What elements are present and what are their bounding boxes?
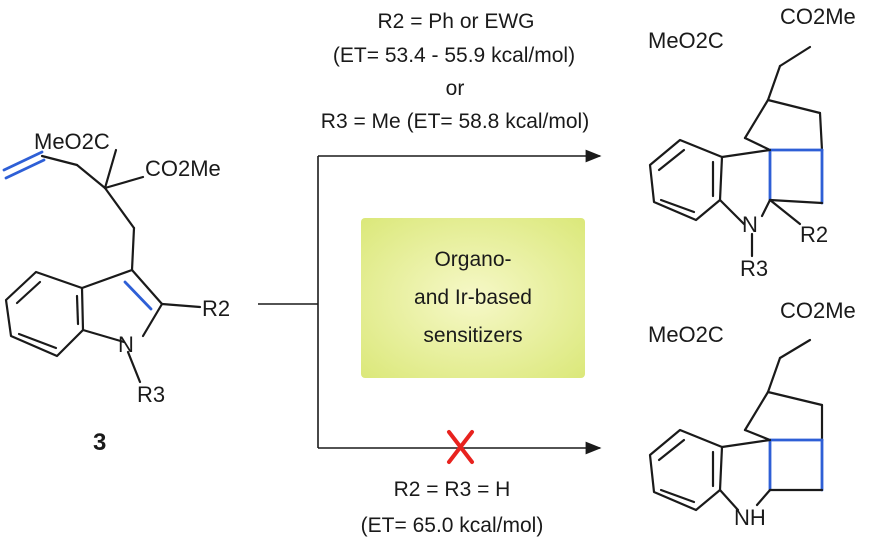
compound-number: 3	[93, 429, 106, 456]
product-top-n-atom: N	[742, 212, 758, 237]
vinyl-bond-outer	[2, 150, 44, 172]
sensitizer-line-3: sensitizers	[423, 324, 522, 347]
bottom-condition-line-2: (ET= 65.0 kcal/mol)	[361, 514, 544, 537]
product-top-ester-right: CO2Me	[780, 4, 856, 29]
product-top-r3-label: R3	[740, 256, 768, 281]
product-top-r2-label: R2	[800, 222, 828, 247]
top-condition-line-4: R3 = Me (ET= 58.8 kcal/mol)	[321, 110, 589, 133]
reactant-r2-label: R2	[202, 296, 230, 321]
reactant-structure: MeO2C CO2Me R2 N R3 3	[2, 129, 230, 456]
top-condition-line-1: R2 = Ph or EWG	[378, 10, 535, 33]
sensitizer-line-1: Organo-	[434, 248, 511, 271]
bottom-conditions: R2 = R3 = H (ET= 65.0 kcal/mol)	[361, 478, 544, 537]
bottom-condition-line-1: R2 = R3 = H	[394, 478, 511, 501]
product-bottom-ester-left: MeO2C	[648, 322, 724, 347]
vinyl-bond-inner	[4, 158, 46, 180]
indole-c2-c3-double-bond	[123, 280, 153, 311]
x-mark-icon	[447, 430, 474, 464]
product-top-structure: MeO2C CO2Me N R2 R3	[648, 4, 856, 281]
reactant-ester-right: CO2Me	[145, 156, 221, 181]
reaction-arrows	[258, 149, 602, 464]
product-bottom-nh: NH	[734, 505, 766, 530]
reactant-ester-left: MeO2C	[34, 129, 110, 154]
top-condition-line-3: or	[446, 77, 465, 100]
top-condition-line-2: (ET= 53.4 - 55.9 kcal/mol)	[333, 44, 575, 67]
product-top-ester-left: MeO2C	[648, 28, 724, 53]
top-conditions: R2 = Ph or EWG (ET= 53.4 - 55.9 kcal/mol…	[321, 10, 589, 133]
product-bottom-structure: MeO2C CO2Me NH	[648, 298, 856, 530]
sensitizer-box: Organo- and Ir-based sensitizers	[361, 218, 585, 378]
reactant-n-atom: N	[118, 332, 134, 357]
sensitizer-line-2: and Ir-based	[414, 286, 532, 309]
reactant-r3-label: R3	[137, 382, 165, 407]
product-bottom-ester-right: CO2Me	[780, 298, 856, 323]
